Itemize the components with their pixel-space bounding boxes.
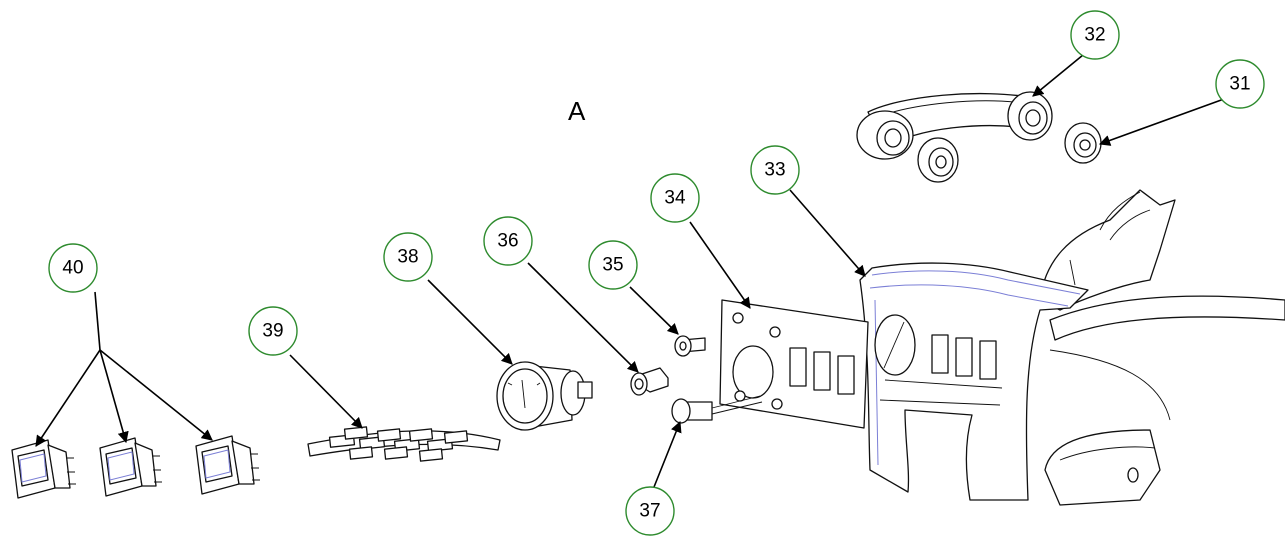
- callout-37: 37: [625, 486, 675, 536]
- callout-33: 33: [750, 145, 800, 195]
- leader-33: [789, 189, 866, 277]
- leader-38: [427, 279, 513, 365]
- callout-36: 36: [483, 216, 533, 266]
- leader-31: [1098, 98, 1225, 146]
- callout-34: 34: [650, 173, 700, 223]
- part-screw: [674, 335, 706, 357]
- leader-39: [289, 354, 363, 429]
- callout-label-31: 31: [1229, 74, 1250, 95]
- callout-label-39: 39: [262, 321, 283, 342]
- part-fuse-bundle: [307, 426, 501, 462]
- part-rocker-switch-2: [99, 437, 162, 497]
- part-rocker-switch-3: [195, 435, 260, 495]
- view-label: A: [568, 96, 586, 126]
- callout-40: 40: [48, 243, 98, 293]
- leader-40-stem: [94, 291, 101, 351]
- part-mounting-plate: [719, 299, 869, 429]
- callout-32: 32: [1070, 10, 1120, 60]
- leader-40-c: [99, 349, 213, 441]
- callout-38: 38: [383, 232, 433, 282]
- callout-39: 39: [248, 306, 298, 356]
- callout-label-40: 40: [62, 258, 83, 279]
- part-bushing-31: [1064, 122, 1102, 164]
- callout-label-34: 34: [664, 188, 686, 209]
- part-dashboard-console: [859, 262, 1089, 501]
- leader-40-a: [35, 349, 101, 447]
- part-machine-frame: [1039, 189, 1285, 506]
- leader-36: [527, 262, 639, 373]
- part-gauge: [496, 361, 593, 431]
- part-handle: [856, 91, 1053, 160]
- callout-31: 31: [1215, 59, 1265, 109]
- leader-lines: [35, 54, 1225, 488]
- leader-40-b: [99, 349, 129, 444]
- part-bushing-left: [917, 137, 959, 183]
- part-fitting-nut: [630, 367, 669, 396]
- callout-label-35: 35: [602, 255, 623, 276]
- callout-label-36: 36: [497, 231, 518, 252]
- leader-32: [1032, 54, 1084, 97]
- callout-label-37: 37: [639, 501, 660, 522]
- callout-35: 35: [588, 240, 638, 290]
- leader-37: [653, 420, 682, 488]
- leader-35: [629, 286, 679, 335]
- leader-34: [689, 221, 751, 309]
- callout-label-33: 33: [764, 160, 785, 181]
- callout-label-38: 38: [397, 247, 418, 268]
- callout-label-32: 32: [1084, 25, 1105, 46]
- part-rocker-switch-1: [11, 439, 76, 499]
